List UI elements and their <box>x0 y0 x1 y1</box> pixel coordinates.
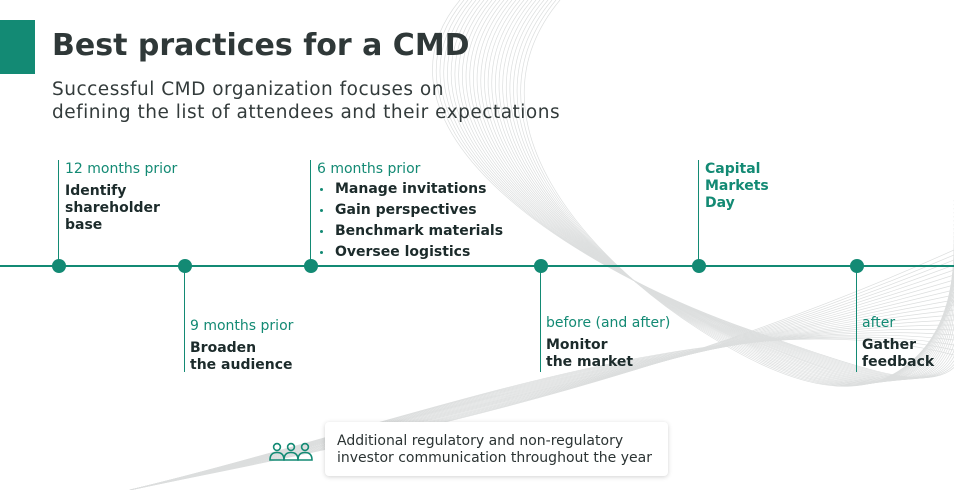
background-wave-line <box>129 269 954 490</box>
milestone-connector <box>540 266 541 372</box>
milestone-6-months: 6 months prior Manage invitations Gain p… <box>317 161 503 263</box>
background-wave-line <box>498 0 954 384</box>
background-wave-line <box>129 264 954 490</box>
highlight-line: Markets <box>705 178 769 194</box>
milestone-time: 6 months prior <box>317 161 421 177</box>
background-wave-line <box>502 0 954 385</box>
background-wave-line <box>447 0 954 380</box>
background-wave-line <box>476 0 954 382</box>
background-wave-line <box>129 289 954 490</box>
milestone-time: 12 months prior <box>65 161 178 177</box>
background-wave-line <box>465 0 954 381</box>
highlight-line: Day <box>705 195 735 211</box>
background-wave-line <box>516 0 954 386</box>
milestone-12-months: 12 months prior Identify shareholder bas… <box>65 161 177 234</box>
description-line: the market <box>546 354 634 370</box>
subtitle-line: Successful CMD organization focuses on <box>52 79 444 100</box>
background-wave-line <box>129 284 954 490</box>
milestone-time: before (and after) <box>546 315 671 331</box>
title-accent-block <box>0 20 35 74</box>
description-line: Identify <box>65 183 127 199</box>
milestone-time: 9 months prior <box>190 318 294 334</box>
page-subtitle: Successful CMD organization focuses on d… <box>52 78 692 124</box>
subtitle-line: defining the list of attendees and their… <box>52 102 561 123</box>
task-item: Manage invitations <box>317 179 503 200</box>
description-line: base <box>65 217 103 233</box>
background-wave-line <box>513 0 954 386</box>
background-wave-line <box>129 338 954 490</box>
task-item: Gain perspectives <box>317 200 503 221</box>
milestone-connector <box>58 160 59 266</box>
milestone-before-after: before (and after) Monitor the market <box>546 315 670 371</box>
note-line: Additional regulatory and non-regulatory <box>337 433 624 449</box>
milestone-dot <box>178 259 192 273</box>
description-line: Monitor <box>546 337 608 353</box>
milestone-connector <box>698 160 699 266</box>
background-wave-line <box>473 0 954 382</box>
background-wave-line <box>432 0 954 379</box>
background-wave-line <box>461 0 954 381</box>
description-line: shareholder <box>65 200 160 216</box>
milestone-description: Identify shareholder base <box>65 183 177 234</box>
milestone-dot <box>850 259 864 273</box>
page-title: Best practices for a CMD <box>52 28 470 63</box>
background-wave-line <box>506 0 954 385</box>
background-wave-line <box>450 0 954 380</box>
background-wave-line <box>439 0 954 379</box>
communication-note: Additional regulatory and non-regulatory… <box>325 422 668 476</box>
background-wave-line <box>435 0 954 379</box>
timeline-axis <box>0 265 954 267</box>
background-wave-line <box>491 0 954 383</box>
background-wave-line <box>469 0 954 381</box>
task-item: Oversee logistics <box>317 242 503 263</box>
background-wave-line <box>487 0 954 383</box>
milestone-dot <box>304 259 318 273</box>
note-line: investor communication throughout the ye… <box>337 450 652 466</box>
milestone-dot <box>534 259 548 273</box>
description-line: the audience <box>190 357 293 373</box>
task-list: Manage invitations Gain perspectives Ben… <box>317 179 503 263</box>
milestone-time: after <box>862 315 896 331</box>
highlight-line: Capital <box>705 161 761 177</box>
milestone-description: Monitor the market <box>546 337 670 371</box>
background-wave-line <box>443 0 954 379</box>
description-line: feedback <box>862 354 935 370</box>
group-people-icon <box>269 442 313 461</box>
milestone-after: after Gather feedback <box>862 315 934 371</box>
milestone-capital-markets-day: Capital Markets Day <box>705 161 769 212</box>
description-line: Gather <box>862 337 916 353</box>
milestone-dot <box>692 259 706 273</box>
task-item: Benchmark materials <box>317 221 503 242</box>
milestone-connector <box>310 160 311 266</box>
milestone-connector <box>184 266 185 372</box>
description-line: Broaden <box>190 340 257 356</box>
background-wave-line <box>129 294 954 490</box>
background-wave-line <box>495 0 954 384</box>
background-wave-line <box>458 0 954 381</box>
background-wave-line <box>480 0 954 382</box>
milestone-description: Gather feedback <box>862 337 934 371</box>
milestone-dot <box>52 259 66 273</box>
milestone-description: Broaden the audience <box>190 340 293 374</box>
milestone-connector <box>856 266 857 372</box>
background-wave-line <box>509 0 954 385</box>
background-wave-line <box>484 0 954 383</box>
milestone-9-months: 9 months prior Broaden the audience <box>190 318 293 374</box>
background-wave-line <box>454 0 954 380</box>
